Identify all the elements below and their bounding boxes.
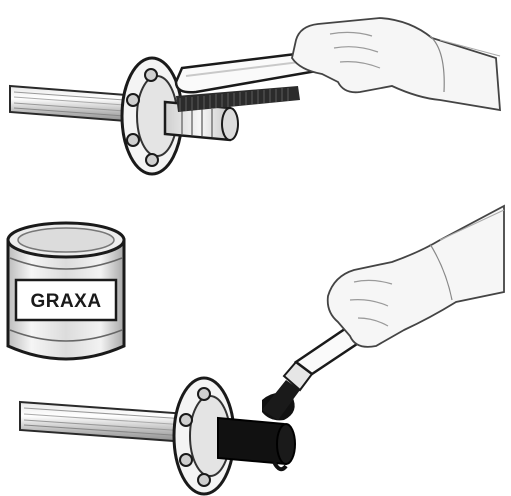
gloved-hand-icon <box>292 18 500 110</box>
gloved-hand-grease <box>328 206 504 347</box>
axle-shaft-bottom <box>20 402 188 442</box>
can-label: GRAXA <box>30 291 101 312</box>
step-1-cleaning <box>10 18 500 174</box>
grease-can-icon: GRAXA <box>8 223 124 359</box>
axle-shaft-top <box>10 86 140 122</box>
